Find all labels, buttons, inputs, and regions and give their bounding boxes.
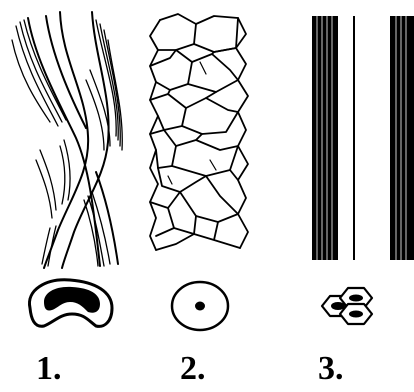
scaly-shaft-panel bbox=[150, 14, 248, 250]
panel-label-1: 1. bbox=[36, 352, 62, 386]
parallel-filament-panel bbox=[312, 16, 414, 260]
panel-label-3: 3. bbox=[318, 352, 344, 386]
cross-section-3-icon bbox=[322, 288, 372, 324]
panel-label-2: 2. bbox=[180, 352, 206, 386]
cross-section-2-icon bbox=[172, 282, 228, 330]
cross-section-1-icon bbox=[29, 280, 112, 327]
twisted-fiber-panel bbox=[12, 12, 122, 268]
